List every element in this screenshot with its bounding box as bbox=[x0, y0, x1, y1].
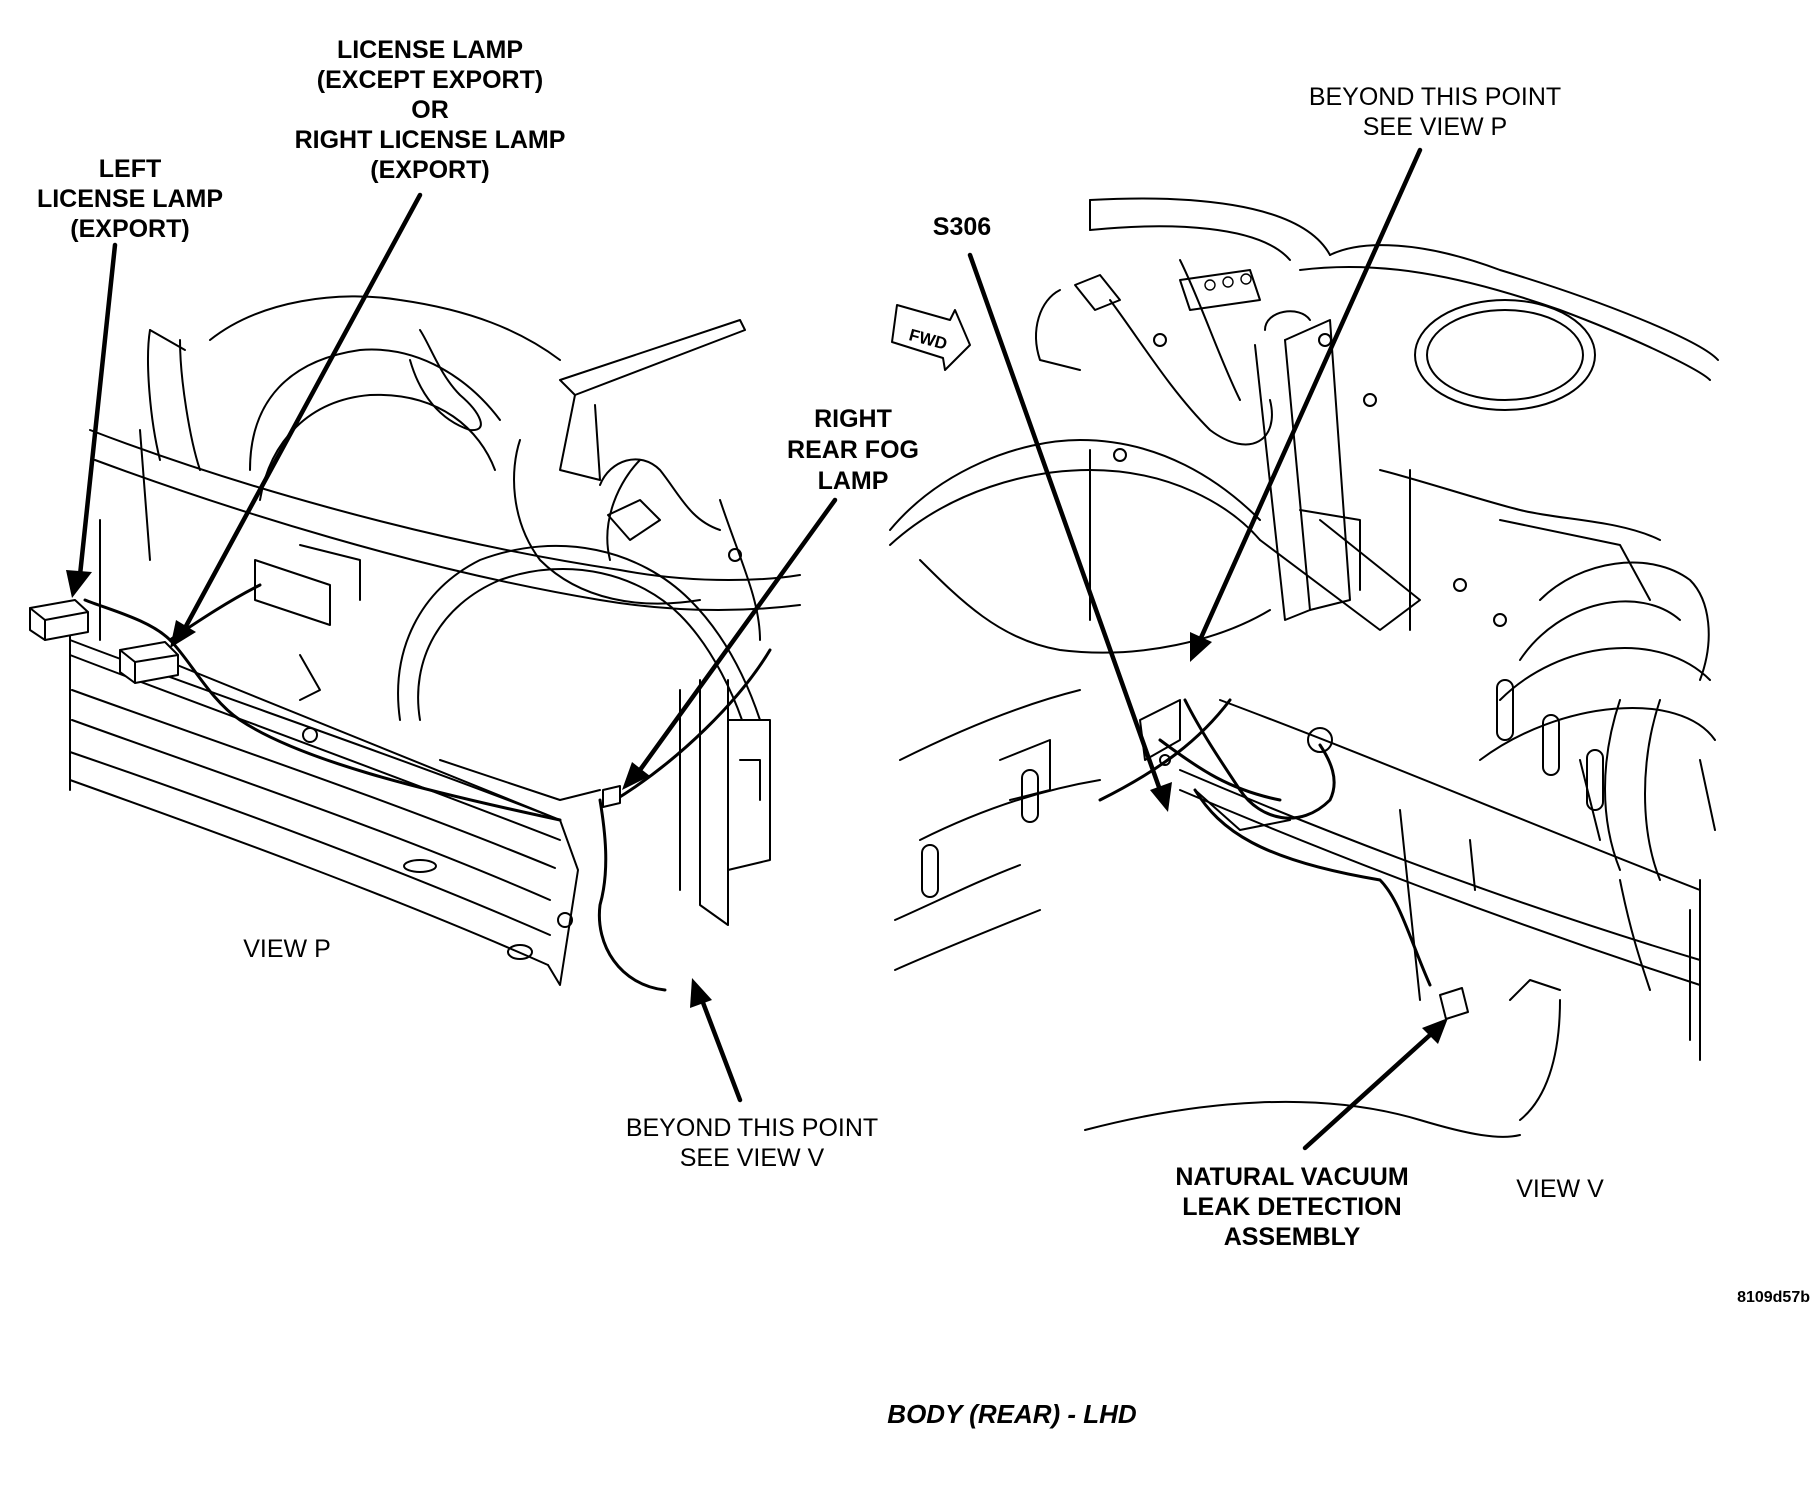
callout-beyond-see-view-v: BEYOND THIS POINT SEE VIEW V bbox=[626, 1114, 878, 1172]
leader-left-license-lamp bbox=[77, 242, 118, 578]
callout-license-lamp: LICENSE LAMP (EXCEPT EXPORT) OR RIGHT LI… bbox=[295, 36, 566, 184]
callout-left-license-lamp: LEFT LICENSE LAMP (EXPORT) bbox=[37, 155, 223, 243]
leader-beyond-see-view-v bbox=[699, 997, 743, 1103]
left-license-lamp-connector bbox=[29, 599, 89, 641]
arrowhead-icon bbox=[622, 762, 650, 790]
callout-line: SEE VIEW P bbox=[1363, 113, 1507, 141]
leader-right-rear-fog-lamp bbox=[637, 497, 838, 773]
callout-line: LEAK DETECTION bbox=[1182, 1193, 1401, 1221]
callout-line: ASSEMBLY bbox=[1224, 1223, 1361, 1251]
view-v-drawing bbox=[889, 197, 1719, 1138]
arrowhead-icon bbox=[1422, 1018, 1448, 1044]
callout-line: (EXPORT) bbox=[370, 156, 489, 184]
arrowhead-icon bbox=[1190, 632, 1212, 662]
callout-line: SEE VIEW V bbox=[680, 1144, 825, 1172]
fwd-arrow-icon: FWD bbox=[891, 304, 971, 371]
leader-beyond-see-view-p bbox=[1197, 147, 1423, 643]
license-lamp-connector bbox=[119, 641, 179, 684]
splice-s306-label: S306 bbox=[933, 213, 991, 241]
arrowhead-icon bbox=[1150, 782, 1172, 812]
arrowhead-icon bbox=[170, 620, 196, 648]
figure-code: 8109d57b bbox=[1737, 1289, 1810, 1306]
callout-line: (EXCEPT EXPORT) bbox=[317, 66, 543, 94]
view-p-label: VIEW P bbox=[243, 935, 331, 963]
leader-lines bbox=[66, 147, 1448, 1151]
callout-line: LAMP bbox=[818, 467, 889, 495]
leader-s306 bbox=[967, 252, 1163, 793]
callout-right-rear-fog-lamp: RIGHT REAR FOG LAMP bbox=[787, 405, 919, 495]
callout-line: RIGHT LICENSE LAMP bbox=[295, 126, 566, 154]
callout-line: (EXPORT) bbox=[70, 215, 189, 243]
nvld-connector bbox=[1439, 987, 1469, 1020]
callout-beyond-see-view-p: BEYOND THIS POINT SEE VIEW P bbox=[1309, 83, 1561, 141]
callout-line: NATURAL VACUUM bbox=[1175, 1163, 1408, 1191]
figure-caption: BODY (REAR) - LHD bbox=[887, 1399, 1137, 1429]
callout-line: BEYOND THIS POINT bbox=[626, 1114, 878, 1142]
callout-line: OR bbox=[411, 96, 449, 124]
callout-line: BEYOND THIS POINT bbox=[1309, 83, 1561, 111]
callout-line: LEFT bbox=[99, 155, 162, 183]
leader-license-lamp bbox=[182, 192, 423, 631]
callout-line: RIGHT bbox=[814, 405, 892, 433]
fog-lamp-connector bbox=[602, 785, 621, 808]
arrowhead-icon bbox=[66, 570, 92, 598]
callout-line: REAR FOG bbox=[787, 436, 919, 464]
callout-line: LICENSE LAMP bbox=[337, 36, 523, 64]
view-v-label: VIEW V bbox=[1516, 1175, 1604, 1203]
arrowhead-icon bbox=[690, 978, 712, 1008]
callout-nvld-assembly: NATURAL VACUUM LEAK DETECTION ASSEMBLY bbox=[1175, 1163, 1408, 1251]
callout-line: LICENSE LAMP bbox=[37, 185, 223, 213]
view-p-drawing bbox=[29, 295, 801, 992]
leader-nvld bbox=[1302, 1032, 1433, 1151]
